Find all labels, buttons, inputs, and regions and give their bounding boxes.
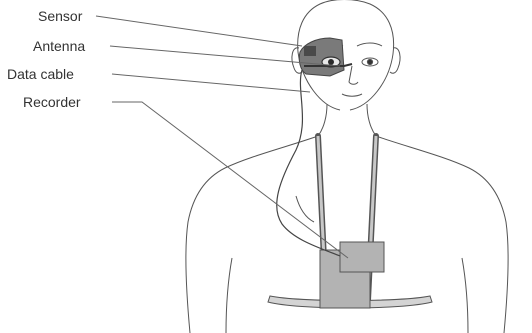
eye-tracker-headset — [299, 38, 352, 76]
neck-right — [367, 104, 376, 136]
sensor-camera — [304, 46, 316, 56]
mouth — [342, 94, 362, 96]
pupil-right — [367, 59, 372, 64]
pupil-left — [328, 59, 334, 65]
brow-right — [357, 43, 382, 46]
sensor-label: Sensor — [38, 8, 82, 24]
data-cable-label: Data cable — [7, 66, 74, 82]
sensor-unit — [299, 38, 344, 76]
leader-sensor — [96, 16, 302, 46]
arm-inner-right — [462, 258, 468, 333]
nose — [349, 66, 358, 84]
antenna-label: Antenna — [33, 38, 85, 54]
arm-inner-left — [226, 258, 232, 333]
chest-line — [296, 196, 314, 222]
recorder-label: Recorder — [23, 94, 81, 110]
neck-left — [318, 104, 327, 136]
harness — [268, 70, 432, 308]
leader-data-cable — [112, 74, 310, 92]
leader-recorder — [112, 102, 348, 258]
